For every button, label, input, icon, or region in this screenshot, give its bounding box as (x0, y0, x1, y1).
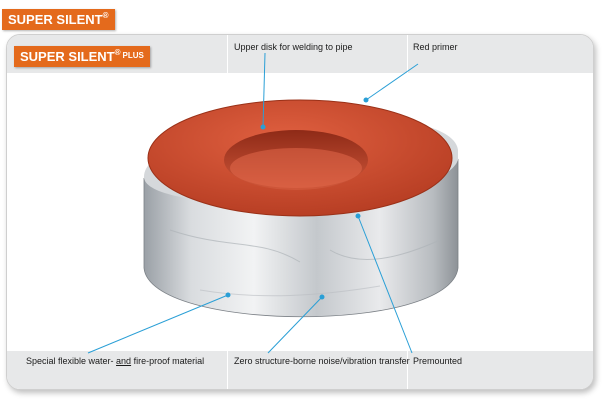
badge-secondary-text: SUPER SILENT (20, 49, 115, 64)
material-label-and: and (116, 356, 132, 366)
plus-label: PLUS (122, 51, 144, 60)
material-label-pre: Special flexible water- (26, 356, 117, 366)
red-primer-label: Red primer (413, 42, 458, 52)
super-silent-plus-badge: SUPER SILENT®PLUS (14, 46, 150, 67)
premounted-label: Premounted (413, 356, 463, 366)
badge-primary-text: SUPER SILENT (8, 12, 103, 27)
material-label: Special flexible water- and fire-proof m… (26, 356, 204, 366)
upper-disk-label: Upper disk for welding to pipe (234, 42, 353, 52)
super-silent-badge: SUPER SILENT® (2, 9, 115, 30)
material-label-post: fire-proof material (131, 356, 205, 366)
noise-label: Zero structure-borne noise/vibration tra… (234, 356, 410, 366)
bottom-label-band (7, 351, 593, 389)
registered-mark: ® (102, 11, 109, 20)
registered-mark: ® (114, 48, 121, 57)
